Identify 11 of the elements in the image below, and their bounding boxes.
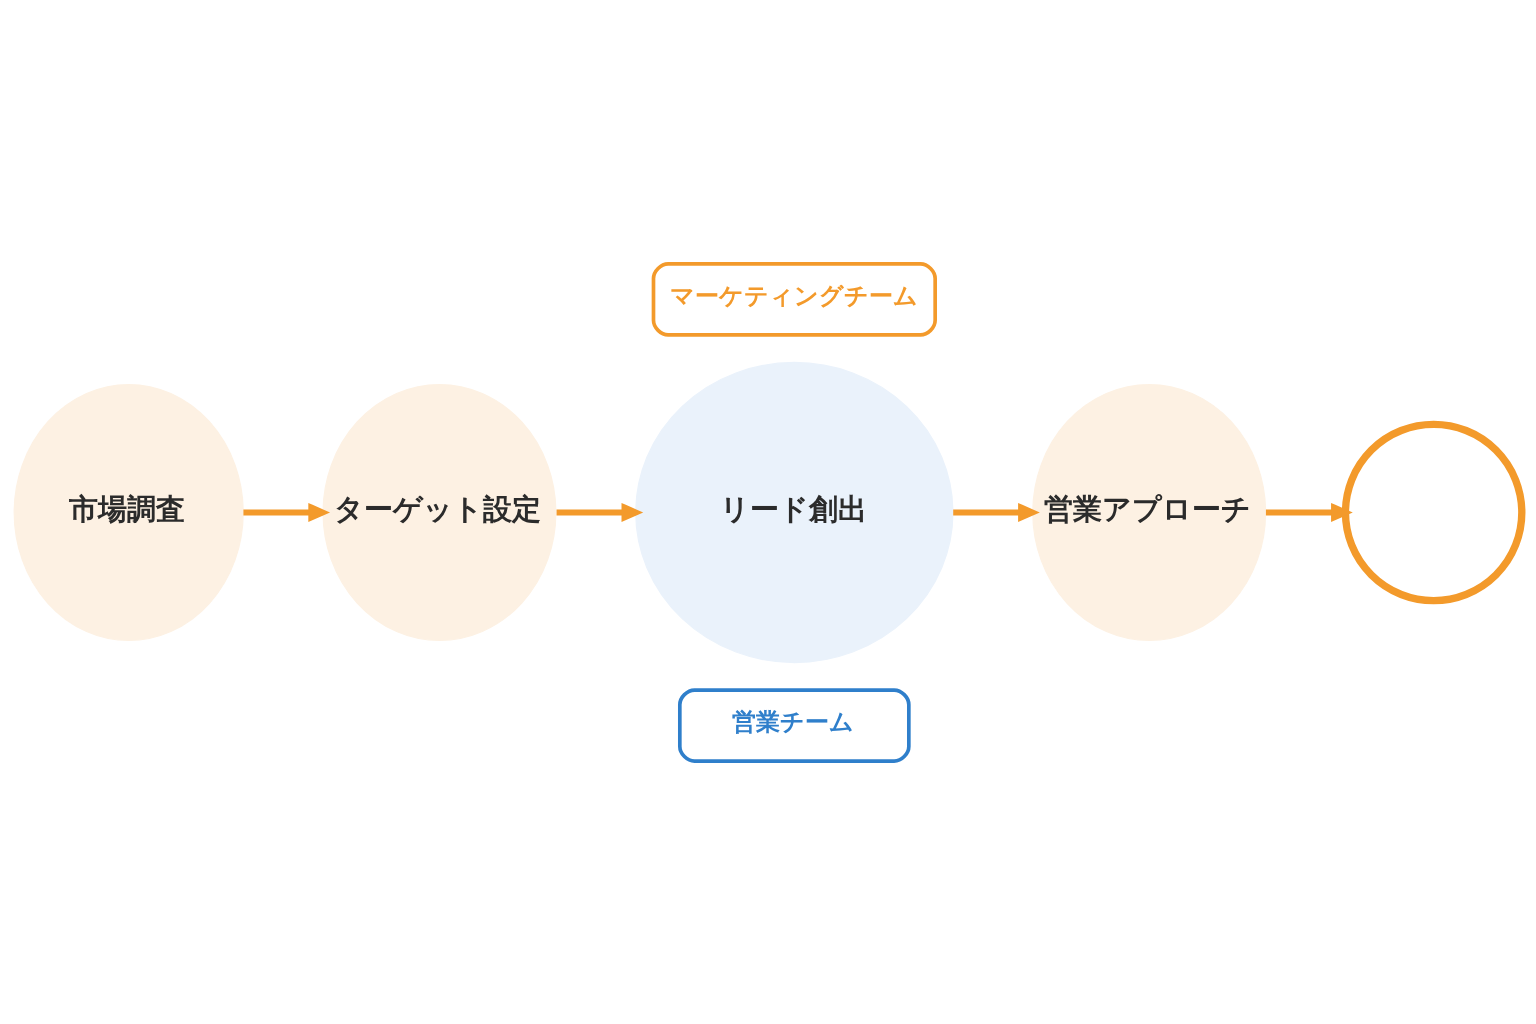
node-circle: ターゲット設定 — [322, 383, 557, 641]
arrow — [243, 502, 331, 522]
node-ellipse: 市場調査 — [13, 383, 244, 641]
node-circle — [1341, 420, 1526, 604]
arrow — [1265, 502, 1353, 522]
node-box: マーケティングチーム — [651, 261, 937, 337]
node-circle: リード創出 — [635, 361, 954, 663]
node-box: 営業チーム — [678, 687, 911, 763]
node-circle: 営業アプローチ — [1032, 383, 1267, 641]
arrow — [556, 502, 644, 522]
arrow — [953, 502, 1040, 522]
